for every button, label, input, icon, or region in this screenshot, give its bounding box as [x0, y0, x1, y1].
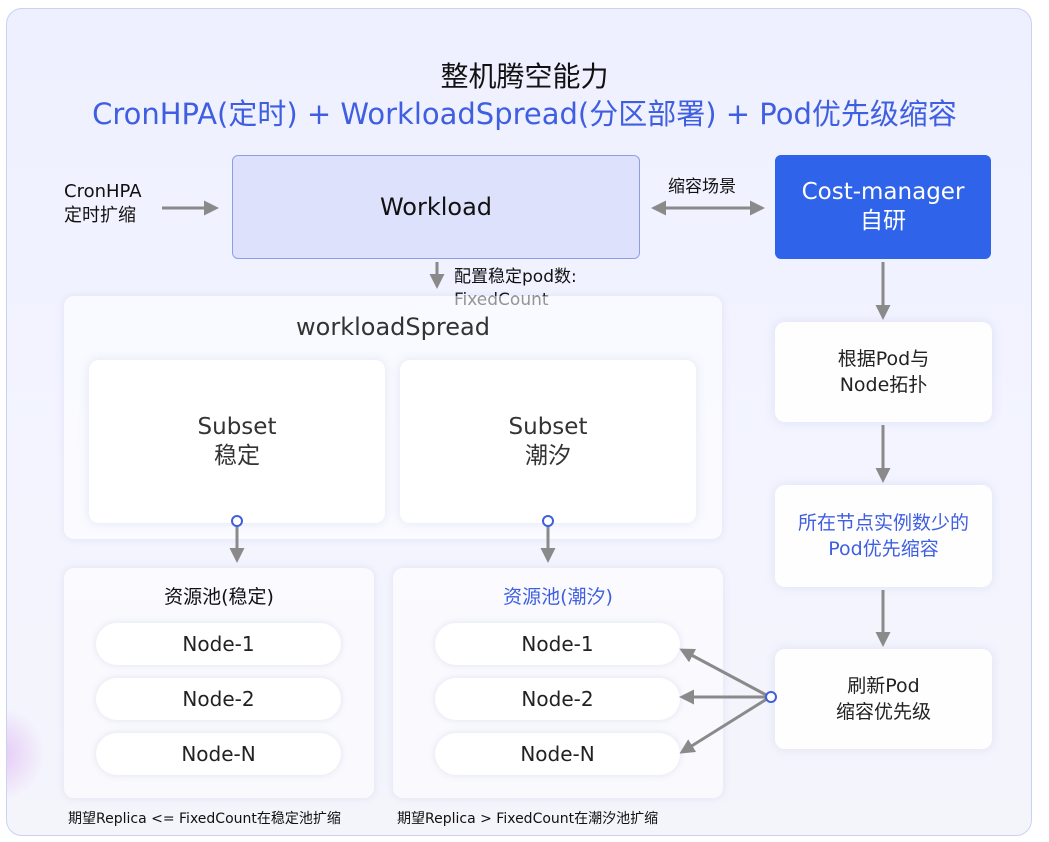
pool-tidal-node-2: Node-2 [435, 678, 680, 720]
scale-down-scene-label: 缩容场景 [668, 177, 736, 197]
pool-tidal-node-n: Node-N [435, 733, 680, 775]
pool-tidal-node-1: Node-1 [435, 623, 680, 665]
step2-line2: Pod优先缩容 [828, 538, 939, 560]
subset-stable-line2: 稳定 [214, 442, 260, 469]
footnote-stable: 期望Replica <= FixedCount在稳定池扩缩 [68, 811, 341, 827]
subset-tidal: Subset 潮汐 [400, 360, 696, 523]
subset-tidal-line1: Subset [508, 413, 588, 440]
cronhpa-line2: 定时扩缩 [64, 205, 136, 226]
pool-stable-title: 资源池(稳定) [164, 586, 274, 608]
decorative-gradient [7, 709, 47, 799]
step-priority-scale-down: 所在节点实例数少的 Pod优先缩容 [775, 485, 992, 587]
cronhpa-label: CronHPA 定时扩缩 [64, 180, 142, 228]
step1-line2: Node拓扑 [839, 374, 928, 396]
cronhpa-line1: CronHPA [64, 181, 142, 202]
step-pod-node-topology: 根据Pod与 Node拓扑 [775, 322, 992, 422]
pool-stable-node-1: Node-1 [96, 623, 341, 665]
pool-stable-node-n: Node-N [96, 733, 341, 775]
cost-manager-line1: Cost-manager [801, 179, 965, 205]
pool-tidal-title: 资源池(潮汐) [503, 586, 613, 608]
pool-stable-node-2: Node-2 [96, 678, 341, 720]
subset-tidal-line2: 潮汐 [525, 442, 571, 469]
footnote-tidal: 期望Replica > FixedCount在潮汐池扩缩 [397, 811, 659, 827]
diagram-subtitle: CronHPA(定时) + WorkloadSpread(分区部署) + Pod… [92, 97, 957, 131]
diagram-title: 整机腾空能力 [440, 60, 609, 93]
fixed-count-line1: 配置稳定pod数: [454, 267, 577, 287]
cost-manager-box: Cost-manager 自研 [775, 155, 991, 259]
step2-line1: 所在节点实例数少的 [797, 512, 969, 534]
subset-stable: Subset 稳定 [89, 360, 385, 523]
workload-box: Workload [232, 155, 640, 259]
subset-stable-line1: Subset [197, 413, 277, 440]
workload-spread-title: workloadSpread [296, 313, 490, 341]
step3-line1: 刷新Pod [847, 675, 920, 697]
step1-line1: 根据Pod与 [837, 348, 930, 370]
step3-line2: 缩容优先级 [835, 701, 931, 723]
resource-pool-tidal: 资源池(潮汐) Node-1 Node-2 Node-N [393, 568, 723, 798]
resource-pool-stable: 资源池(稳定) Node-1 Node-2 Node-N [64, 568, 374, 798]
step-refresh-priority: 刷新Pod 缩容优先级 [775, 649, 992, 749]
cost-manager-line2: 自研 [860, 208, 906, 234]
